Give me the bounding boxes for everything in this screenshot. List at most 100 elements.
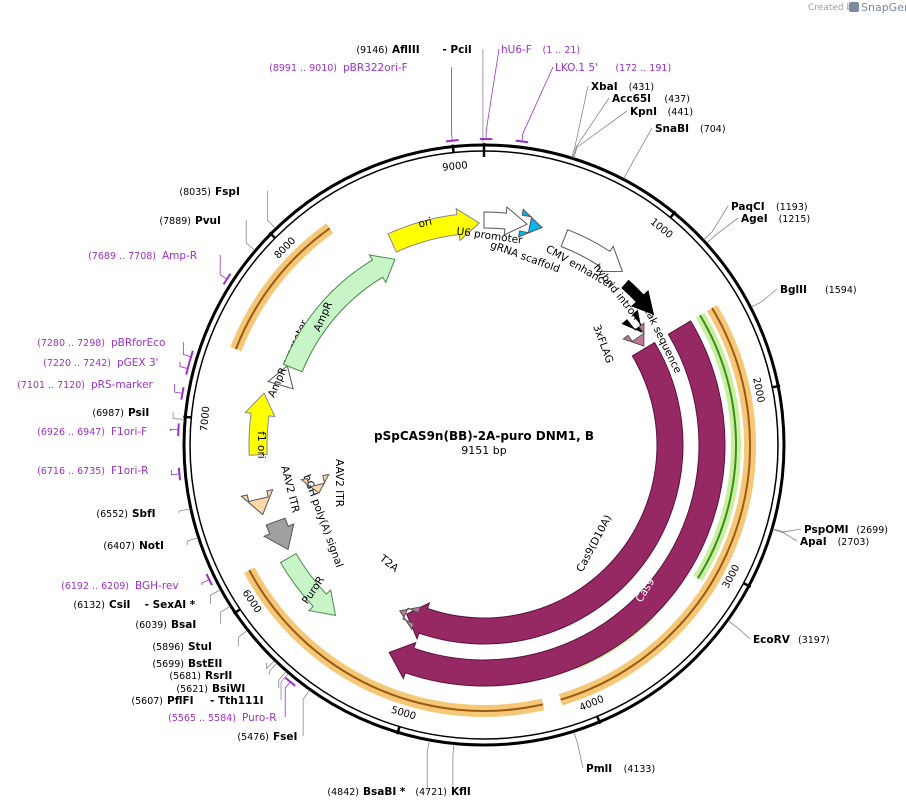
tick-3000 [742, 582, 752, 588]
site-pos-bglii: (1594) [825, 285, 857, 296]
site-pos-pflfi: (5607) [131, 696, 163, 707]
site-agei[interactable]: AgeI(1215) [741, 213, 810, 225]
site-layer: (9146) AflIII - PciI XbaI(431)Acc65I(437)Kp… [73, 44, 888, 798]
feature-label-aav2-itr-1: AAV2 ITR [278, 465, 301, 514]
site-pos-xbai: (431) [629, 82, 655, 93]
feature-label-3xflag: 3xFLAG [590, 323, 615, 365]
site-bsabi[interactable]: (4842)BsaBI * [327, 786, 405, 798]
site-fspi[interactable]: (8035)FspI [179, 186, 239, 198]
primer-prsmarker[interactable]: (7101 .. 7120)pRS-marker [17, 379, 153, 391]
site-apai[interactable]: ApaI(2703) [800, 536, 869, 548]
site-kfli[interactable]: (4721)KflI [415, 786, 470, 798]
feature-ampr-feat [282, 254, 396, 373]
primer-hu6f[interactable]: hU6-F(1 .. 21) [501, 44, 580, 56]
feature-label-ori: ori [417, 216, 433, 231]
primer-mark-pbrforeco [188, 350, 194, 364]
site-pos-bsabi: (4842) [327, 787, 359, 798]
site-pos-bsteii: (5699) [152, 659, 184, 670]
tick-label-9000: 9000 [442, 160, 468, 174]
site-rsrii[interactable]: (5681)RsrII [169, 670, 232, 682]
site-name-apai: ApaI [800, 536, 827, 548]
site-bsiwi[interactable]: (5621)BsiWI [176, 683, 245, 695]
primer-mark-ampr [222, 273, 232, 285]
map-title: pSpCAS9n(BB)-2A-puro DNM1, B [374, 429, 594, 443]
site-pvui[interactable]: (7889)PvuI [159, 215, 221, 227]
primer-mark-pgex3 [185, 362, 191, 375]
primer-pos-f1orif: (6926 .. 6947) [37, 427, 105, 438]
site-ecorv[interactable]: EcoRV(3197) [753, 634, 830, 646]
site-leader-fspi [267, 191, 276, 229]
amp-highlight-line [234, 227, 331, 350]
site-pmli[interactable]: PmlI(4133) [586, 763, 655, 775]
site-name-bsiwi: BsiWI [212, 683, 245, 695]
feature-label-f1-ori: f1 ori [255, 431, 267, 458]
site-psii[interactable]: (6987)PsiI [92, 407, 149, 419]
primer-name-pgex3: pGEX 3' [117, 357, 159, 369]
site-leader-bsiwi [278, 671, 287, 688]
feature-puror-feat [279, 552, 337, 616]
primer-f1orif[interactable]: (6926 .. 6947)F1ori-F [37, 426, 147, 438]
site-leader-fsei [302, 690, 310, 736]
primer-f1orir[interactable]: (6716 .. 6735)F1ori-R [37, 465, 148, 477]
site-pos-snabi: (704) [700, 124, 726, 135]
feature-hybrid-intron [621, 279, 655, 315]
primer-name-pbr322ori: pBR322ori-F [343, 62, 408, 74]
primer-name-f1orir: F1ori-R [111, 465, 148, 477]
site-bsteii[interactable]: (5699)BstEII [152, 658, 222, 670]
primer-pbr322ori[interactable]: (8991 .. 9010)pBR322ori-F [269, 62, 408, 74]
primer-lko1[interactable]: LKO.1 5'(172 .. 191) [555, 62, 671, 74]
site-leader-kpni [573, 110, 628, 158]
site-xbai[interactable]: XbaI(431) [591, 81, 654, 93]
site-bglii[interactable]: BglII(1594) [780, 284, 857, 296]
site-snabi[interactable]: SnaBI(704) [655, 123, 726, 135]
site-stui[interactable]: (5896)StuI [152, 641, 212, 653]
site-noti[interactable]: (6407)NotI [103, 540, 164, 552]
primer-leader-hu6f [485, 48, 500, 140]
primer-mark-lko1 [515, 139, 529, 144]
site-pflfi[interactable]: (5607)PflFI- Tth111I [131, 695, 263, 707]
site-pos-paqci: (1193) [776, 202, 808, 213]
site-name-kfli: KflI [451, 786, 471, 798]
site-fsei[interactable]: (5476)FseI [237, 731, 297, 743]
primer-mark-bghrev [205, 573, 213, 586]
primer-pgex3[interactable]: (7220 .. 7242)pGEX 3' [43, 357, 158, 369]
site-leader-apai [772, 529, 798, 542]
site-sbfi[interactable]: (6552)SbfI [96, 508, 155, 520]
site-afliii[interactable]: (9146) AflIII - PciI [356, 44, 471, 56]
site-name-fspi: FspI [215, 186, 240, 198]
watermark-created-by: Created by [808, 3, 858, 13]
cas9-highlight-line [560, 307, 751, 701]
feature-label-aav2-itr-2: AAV2 ITR [333, 459, 345, 507]
site-kpni[interactable]: KpnI(441) [630, 106, 693, 118]
site-name-csii: CsiI [109, 599, 130, 611]
site-bsai[interactable]: (6039)BsaI [135, 619, 196, 631]
primer-name-puror: Puro-R [242, 712, 277, 724]
site-pspomi[interactable]: PspOMI(2699) [804, 524, 888, 536]
site-pos-afliii: (9146) [356, 45, 388, 56]
primer-bghrev[interactable]: (6192 .. 6209)BGH-rev [61, 580, 178, 592]
site-leader-bglii [751, 288, 778, 308]
site-name2-afliii: - PciI [442, 44, 471, 56]
site-name-ecorv: EcoRV [753, 634, 791, 646]
site-acc65i[interactable]: Acc65I(437) [612, 93, 690, 105]
primer-ampr[interactable]: (7689 .. 7708)Amp-R [88, 250, 197, 262]
site-leader-ecorv [727, 620, 751, 640]
site-csii[interactable]: (6132)CsiI- SexAI * [73, 599, 195, 611]
site-name-psii: PsiI [128, 407, 149, 419]
site-pos-rsrii: (5681) [169, 671, 201, 682]
site-paqci[interactable]: PaqCI(1193) [731, 201, 808, 213]
watermark-brand: SnapGene [861, 1, 906, 14]
site-name-afliii: AflIII [392, 44, 420, 56]
site-leader-pspomi [772, 528, 802, 533]
primer-puror[interactable]: (5565 .. 5584)Puro-R [168, 712, 276, 724]
primer-pbrforeco[interactable]: (7280 .. 7298)pBRforEco [37, 337, 165, 349]
site-leader-noti [186, 537, 198, 545]
site-leader-pmli [573, 732, 584, 769]
site-leader-bsabi [426, 740, 430, 791]
primer-pos-prsmarker: (7101 .. 7120) [17, 380, 85, 391]
site-leader-bsai [220, 606, 231, 624]
site-name-bsai: BsaI [171, 619, 196, 631]
primer-leader-f1orir [171, 470, 180, 476]
